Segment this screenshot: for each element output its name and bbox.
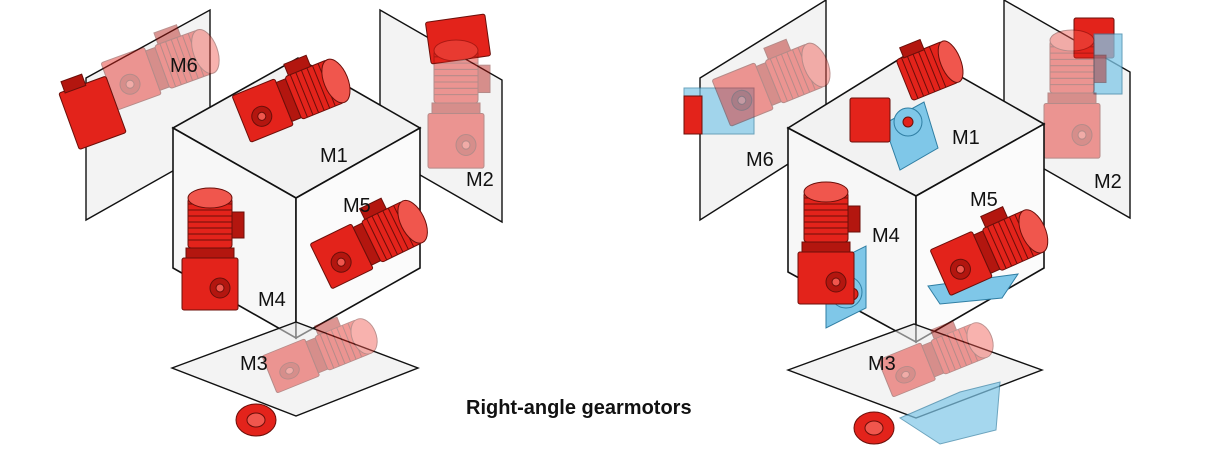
gearmotor-m5 [925, 193, 1055, 305]
gearmotor-m2 [1043, 17, 1123, 159]
gearmotor-m3 [235, 305, 384, 437]
label-m5: M5 [343, 195, 371, 217]
label-m1: M1 [320, 145, 348, 167]
gearmotor-m6 [58, 14, 226, 150]
gearmotor-m4 [797, 181, 867, 329]
label-m6: M6 [170, 55, 198, 77]
figure-caption: Right-angle gearmotors [466, 397, 692, 419]
label-m4: M4 [258, 289, 286, 311]
label-m2: M2 [466, 169, 494, 191]
label-m3: M3 [868, 353, 896, 375]
gearmotor-m1 [849, 38, 964, 171]
label-m5: M5 [970, 189, 998, 211]
gearmotor-m3 [853, 309, 1001, 445]
right-diagram: M6 M2 M1 [683, 0, 1131, 445]
left-diagram: M6 M2 M1 M4 M5 [58, 8, 503, 437]
label-m2: M2 [1094, 171, 1122, 193]
label-m4: M4 [872, 225, 900, 247]
gearmotor-m2 [425, 13, 491, 169]
label-m3: M3 [240, 353, 268, 375]
label-m1: M1 [952, 127, 980, 149]
gearmotor-m6 [683, 27, 837, 135]
label-m6: M6 [746, 149, 774, 171]
